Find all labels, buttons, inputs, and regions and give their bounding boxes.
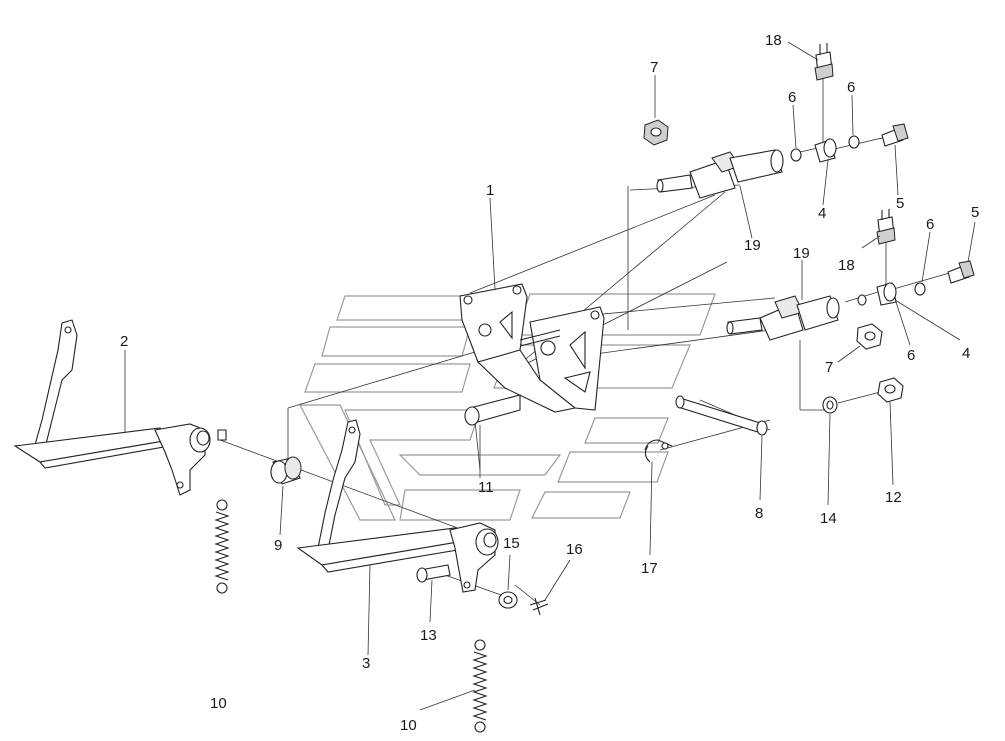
banjo-fitting-lower [876, 282, 897, 306]
shaft-clip [644, 439, 673, 463]
callout-leaders [124, 41, 976, 711]
return-spring-left [214, 499, 230, 594]
nut-7-lower [856, 323, 883, 350]
label-7-upper: 7 [650, 59, 658, 76]
banjo-fitting-upper [814, 138, 837, 163]
washers-6 [790, 135, 926, 306]
return-spring-center [472, 639, 488, 733]
pedal-shaft [675, 395, 768, 436]
label-5-lower: 5 [971, 204, 979, 221]
label-11: 11 [478, 479, 494, 496]
label-5-upper: 5 [896, 195, 904, 212]
label-6-d: 6 [907, 347, 915, 364]
pedal-pin [416, 564, 451, 583]
nut-7-upper [643, 119, 669, 146]
label-16: 16 [566, 541, 583, 558]
label-14: 14 [820, 510, 837, 527]
washer-14 [822, 396, 838, 414]
nut-12 [877, 377, 904, 403]
label-18-upper: 18 [765, 32, 782, 49]
label-10-center: 10 [400, 717, 417, 734]
pedal-bracket [459, 283, 605, 426]
label-10-left: 10 [210, 695, 227, 712]
label-19-lower: 19 [793, 245, 810, 262]
label-4-lower: 4 [962, 345, 970, 362]
label-15: 15 [503, 535, 520, 552]
label-6-a: 6 [788, 89, 796, 106]
part-labels: 1 2 3 4 4 5 5 6 6 6 6 7 7 8 9 10 10 11 1… [120, 32, 979, 734]
label-13: 13 [420, 627, 437, 644]
label-3: 3 [362, 655, 370, 672]
clutch-pedal [13, 319, 227, 496]
label-17: 17 [641, 560, 658, 577]
brake-pedal [296, 419, 499, 593]
label-18-lower: 18 [838, 257, 855, 274]
washer-15 [498, 591, 518, 609]
label-8: 8 [755, 505, 763, 522]
master-cylinder-upper [656, 149, 784, 199]
label-6-c: 6 [926, 216, 934, 233]
label-2: 2 [120, 333, 128, 350]
bolt-5-lower [947, 260, 975, 284]
label-4-upper: 4 [818, 205, 826, 222]
label-9: 9 [274, 537, 282, 554]
bushing [270, 456, 302, 485]
master-cylinder-lower [726, 295, 840, 341]
label-19-upper: 19 [744, 237, 761, 254]
label-6-b: 6 [847, 79, 855, 96]
label-1: 1 [486, 182, 494, 199]
cotter-pin-16 [529, 597, 549, 616]
pressure-switch-upper [814, 43, 834, 81]
label-7-lower: 7 [825, 359, 833, 376]
label-12: 12 [885, 489, 902, 506]
pressure-switch-lower [876, 209, 896, 245]
bolt-5-upper [881, 123, 909, 147]
